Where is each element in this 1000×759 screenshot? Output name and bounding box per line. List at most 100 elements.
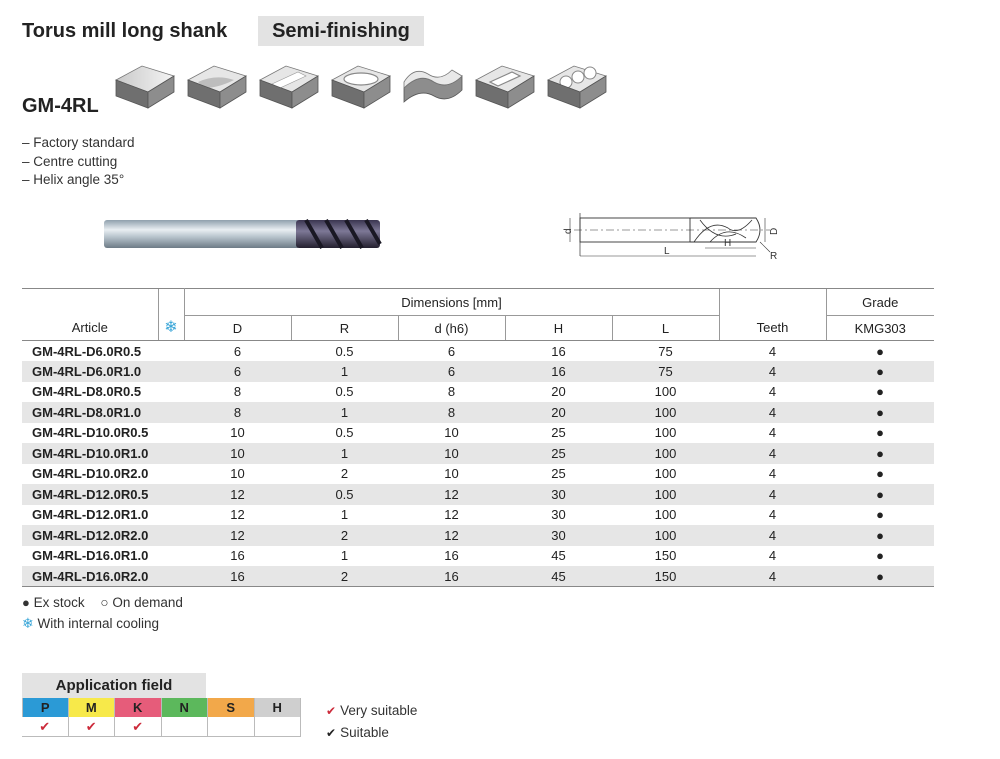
cell-d: 12 (184, 484, 291, 505)
suitability-legend: ✔Very suitable ✔Suitable (326, 700, 417, 744)
cell-l: 100 (612, 402, 719, 423)
cooling-cell (158, 464, 184, 485)
cell-r: 1 (340, 548, 349, 564)
material-k: K (115, 698, 162, 717)
cell-d: 10 (184, 443, 291, 464)
page-title: Torus mill long shank (22, 20, 228, 42)
cell-l: 100 (612, 443, 719, 464)
legend-very-suitable: ✔Very suitable (326, 703, 418, 718)
cell-h: 25 (551, 425, 566, 441)
article-cell: GM-4RL-D16.0R1.0 (32, 548, 149, 564)
col-header-teeth: Teeth (718, 288, 826, 341)
cell-teeth: 4 (719, 402, 826, 423)
cell-l: 100 (654, 466, 677, 482)
feature-list: – Factory standard – Centre cutting – He… (22, 134, 135, 190)
cell-grade: ● (876, 507, 884, 523)
col-header-d-h6: d (h6) (397, 315, 505, 341)
article-cell: GM-4RL-D8.0R0.5 (32, 384, 142, 400)
profile-milling-icon (403, 69, 463, 103)
drilling-icon (547, 65, 607, 109)
cell-teeth: 4 (768, 425, 777, 441)
cooling-cell (158, 484, 184, 505)
article-cell: GM-4RL-D6.0R0.5 (32, 343, 142, 359)
cell-grade: ● (826, 484, 934, 505)
snowflake-icon: ❄ (22, 615, 34, 631)
operation-icons (112, 58, 612, 118)
col-header-R: R (290, 315, 398, 341)
cell-h: 30 (551, 507, 566, 523)
cell-h: 30 (505, 484, 612, 505)
cell-d: 6 (447, 343, 456, 359)
cell-teeth: 4 (768, 548, 777, 564)
cell-teeth: 4 (719, 566, 826, 587)
cell-r: 1 (291, 443, 398, 464)
material-h: H (254, 698, 301, 717)
suitability-mark-k: ✔ (115, 717, 162, 737)
col-header-grade: Grade (825, 288, 934, 316)
cell-l: 100 (612, 484, 719, 505)
cell-r: 2 (340, 466, 349, 482)
cell-r: 0.5 (335, 343, 354, 359)
cooling-cell (158, 546, 184, 567)
application-field-title: Application field (22, 673, 206, 698)
dimension-D-label: D (769, 228, 780, 235)
cell-d: 10 (444, 466, 459, 482)
col-header-H: H (504, 315, 612, 341)
cell-grade: ● (876, 384, 884, 400)
cell-h: 45 (505, 566, 612, 587)
cell-grade: ● (876, 466, 884, 482)
feature-item: – Factory standard (22, 135, 135, 150)
legend-ex-stock: ● Ex stock (22, 595, 85, 610)
cell-teeth: 4 (719, 484, 826, 505)
article-cell: GM-4RL-D10.0R2.0 (32, 466, 149, 482)
cell-r: 1 (340, 507, 349, 523)
cell-d: 16 (230, 548, 245, 564)
cell-h: 16 (551, 343, 566, 359)
cell-h: 25 (551, 466, 566, 482)
cooling-cell (158, 443, 184, 464)
cell-teeth: 4 (768, 384, 777, 400)
cell-d: 12 (398, 484, 505, 505)
cell-d: 10 (444, 425, 459, 441)
cell-grade: ● (826, 361, 934, 382)
pocket-milling-icon (331, 65, 391, 109)
cell-d: 16 (444, 548, 459, 564)
cell-grade: ● (876, 425, 884, 441)
cell-d: 12 (184, 525, 291, 546)
cell-d: 8 (447, 384, 456, 400)
cooling-cell (158, 382, 184, 403)
cooling-cell (158, 525, 184, 546)
product-table: Article ❄ Dimensions [mm] Teeth Grade D … (22, 288, 934, 587)
legend-on-demand: ○ On demand (100, 595, 183, 610)
face-milling-icon (115, 65, 175, 109)
col-header-dimensions: Dimensions [mm] (184, 288, 719, 316)
suitability-mark-n (161, 717, 208, 737)
end-mill-photo (104, 218, 382, 249)
article-cell: GM-4RL-D12.0R0.5 (22, 484, 158, 505)
cell-teeth: 4 (768, 343, 777, 359)
cell-h: 45 (551, 548, 566, 564)
material-s: S (208, 698, 255, 717)
suitability-mark-h (254, 717, 301, 737)
cell-l: 150 (612, 566, 719, 587)
cell-grade: ● (876, 343, 884, 359)
cell-d: 10 (398, 443, 505, 464)
cell-teeth: 4 (719, 361, 826, 382)
cell-d: 6 (398, 361, 505, 382)
cell-h: 20 (551, 384, 566, 400)
cell-d: 8 (398, 402, 505, 423)
dimension-L-label: L (664, 246, 670, 257)
cell-teeth: 4 (768, 507, 777, 523)
legend-suitable: ✔Suitable (326, 725, 389, 740)
cell-grade: ● (826, 525, 934, 546)
article-cell: GM-4RL-D12.0R2.0 (22, 525, 158, 546)
legend-internal-cooling: ❄ With internal cooling (22, 615, 160, 631)
cell-r: 1 (291, 402, 398, 423)
cell-l: 100 (654, 425, 677, 441)
cooling-cell (158, 361, 184, 382)
